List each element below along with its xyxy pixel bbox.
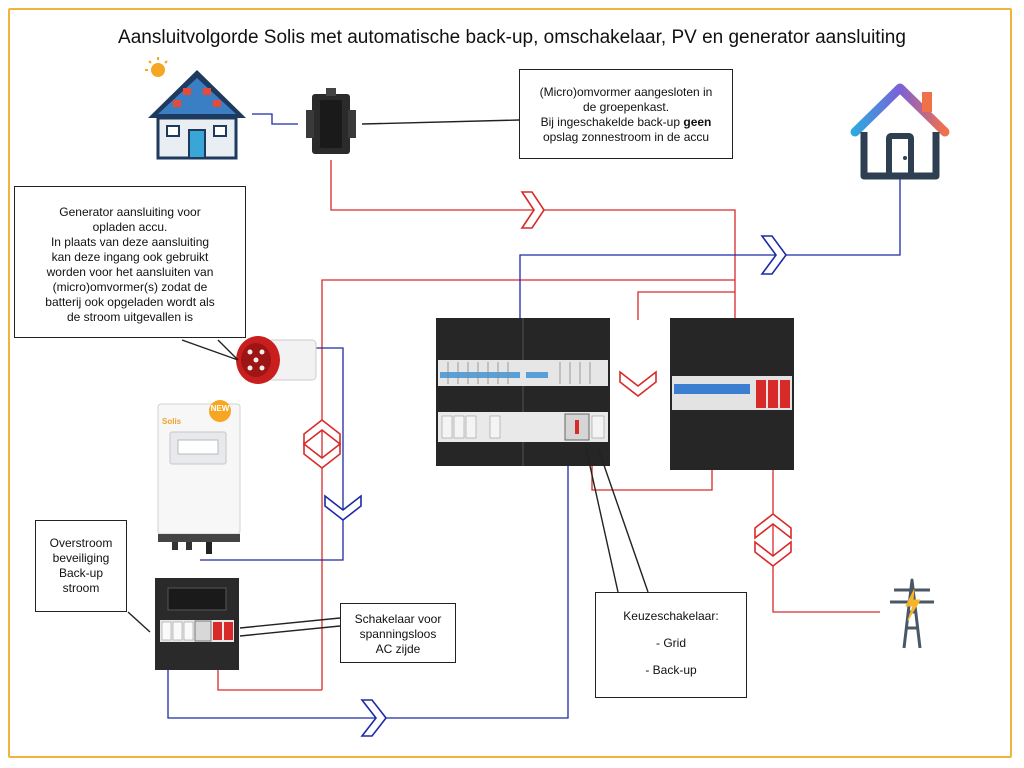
callout-switch: Schakelaar voor spanningsloos AC zijde bbox=[340, 603, 456, 663]
callout-switch-line-3: AC zijde bbox=[375, 642, 421, 656]
red-wire-backup-box bbox=[217, 668, 322, 691]
callout-selector-title: Keuzeschakelaar: bbox=[623, 609, 719, 623]
callout-generator-line-6: (micro)omvormer(s) zodat de bbox=[52, 280, 208, 294]
red-wire-selector bbox=[591, 450, 713, 491]
callout-generator-line-2: opladen accu. bbox=[92, 220, 168, 234]
callout-overcurrent-line-3: Back-up bbox=[58, 566, 104, 580]
arrow-down-panel bbox=[619, 370, 657, 398]
callout-overcurrent-line-2: beveiliging bbox=[52, 551, 110, 565]
callout-generator-line-3: In plaats van deze aansluiting bbox=[50, 235, 210, 249]
arrow-right-home bbox=[760, 235, 787, 275]
callout-selector: Keuzeschakelaar: - Grid - Back-up bbox=[595, 592, 747, 698]
blue-wire-bottom-loop bbox=[167, 450, 569, 719]
callout-overcurrent-line-1: Overstroom bbox=[49, 536, 113, 550]
pointer-switch-b bbox=[239, 625, 341, 637]
callout-selector-spacer-2 bbox=[596, 651, 746, 663]
pointer-inverter bbox=[361, 119, 520, 125]
callout-overcurrent: Overstroom beveiliging Back-up stroom bbox=[35, 520, 127, 612]
pointer-overcurrent bbox=[127, 611, 151, 633]
callout-inverter-line-3: Bij ingeschakelde back-up geen bbox=[520, 115, 732, 130]
callout-generator-line-7: batterij ook opgeladen wordt als bbox=[45, 295, 215, 309]
callout-inverter-line-4: opslag zonnestroom in de accu bbox=[542, 130, 710, 144]
blue-wires bbox=[167, 113, 901, 719]
callout-inverter-line-1: (Micro)omvormer aangesloten in bbox=[539, 85, 713, 99]
solar-house-icon bbox=[145, 57, 246, 160]
cee-plug-icon bbox=[236, 336, 317, 384]
callout-selector-option-grid: - Grid bbox=[656, 636, 686, 650]
arrow-updown-grid-b bbox=[754, 540, 792, 568]
callout-generator-line-4: kan deze ingang ook gebruikt bbox=[51, 250, 209, 264]
power-pylon-icon bbox=[890, 578, 934, 649]
red-arrows bbox=[303, 191, 792, 568]
meter-panel bbox=[670, 318, 794, 470]
callout-selector-option-backup: - Back-up bbox=[645, 663, 697, 677]
arrow-right-bottom bbox=[360, 699, 388, 737]
hybrid-inverter-icon bbox=[157, 400, 241, 554]
brand-label: Solis bbox=[162, 417, 182, 426]
pointer-selector-b bbox=[597, 447, 649, 593]
diagram-frame bbox=[8, 8, 1012, 758]
pointer-switch-a bbox=[239, 617, 341, 629]
red-wire-micro-to-panel bbox=[330, 160, 736, 320]
backup-breaker-box bbox=[155, 578, 239, 670]
callout-inverter-line-2: de groepenkast. bbox=[582, 100, 670, 114]
callout-overcurrent-line-4: stroom bbox=[62, 581, 100, 595]
pointer-generator bbox=[181, 339, 239, 361]
blue-wire-pv-to-micro bbox=[252, 113, 298, 125]
red-wire-grid bbox=[772, 470, 880, 613]
diagram-title: Aansluitvolgorde Solis met automatische … bbox=[118, 27, 906, 48]
callout-generator-line-1: Generator aansluiting voor bbox=[59, 205, 201, 219]
callout-switch-line-1: Schakelaar voor bbox=[354, 612, 442, 626]
blue-wire-plug-to-inverter bbox=[200, 347, 344, 561]
callout-generator-line-8: de stroom uitgevallen is bbox=[66, 310, 194, 324]
callout-switch-line-2: spanningsloos bbox=[359, 627, 437, 641]
callout-generator: Generator aansluiting voor opladen accu.… bbox=[14, 186, 246, 338]
callout-selector-spacer-1 bbox=[596, 624, 746, 636]
micro-inverter-icon bbox=[306, 88, 356, 154]
arrow-updown-left-b bbox=[303, 442, 341, 470]
callout-inverter-bold: geen bbox=[683, 115, 712, 129]
callout-inverter: (Micro)omvormer aangesloten in de groepe… bbox=[519, 69, 733, 159]
arrow-updown-grid-a bbox=[754, 512, 792, 540]
red-wire-panel-link bbox=[637, 291, 735, 320]
blue-arrows bbox=[324, 235, 787, 737]
home-icon bbox=[850, 83, 950, 180]
callout-inverter-line-3-text: Bij ingeschakelde back-up bbox=[540, 115, 681, 129]
arrow-down-inverter bbox=[324, 494, 362, 522]
pointer-selector-a bbox=[585, 447, 619, 593]
main-distribution-panel bbox=[436, 318, 610, 466]
red-wires bbox=[217, 160, 880, 691]
new-badge: NEW bbox=[210, 404, 230, 413]
blue-wire-panel-to-home bbox=[519, 178, 901, 320]
callout-generator-line-5: worden voor het aansluiten van bbox=[46, 265, 214, 279]
callout-pointers bbox=[127, 119, 649, 637]
red-wire-generator-to-panel bbox=[321, 279, 735, 690]
arrow-right-top bbox=[520, 191, 545, 229]
